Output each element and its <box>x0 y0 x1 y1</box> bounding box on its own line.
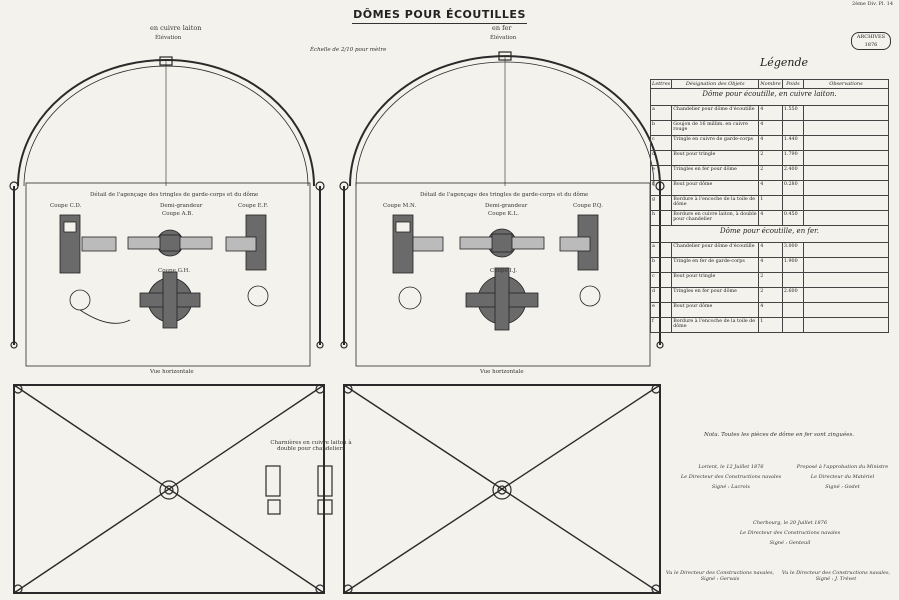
stamp-line-1: ARCHIVES <box>856 34 886 40</box>
legend-header-letter: Lettres <box>649 79 673 89</box>
legend-header-weight: Poids <box>781 79 804 89</box>
left-detail-title: Détail de l'agençage des tringles de gar… <box>90 192 259 198</box>
sign-left-name: Signé : Lacroix <box>711 484 751 490</box>
left-view-label: Élévation <box>155 35 182 41</box>
legend-note: Nota. Toutes les pièces de dôme en fer s… <box>704 432 855 438</box>
left-detail-frame <box>25 182 311 367</box>
stamp-line-2: 1876 <box>864 42 878 48</box>
right-detail-title: Détail de l'agençage des tringles de gar… <box>420 192 589 198</box>
right-section-pq: Coupe P.Q. <box>573 203 603 209</box>
sign-center-role: Le Directeur des Constructions navales <box>739 530 841 536</box>
sign-right-date: Proposé à l'approbation du Ministre <box>796 464 889 470</box>
sign-left-date: Lorient, le 12 Juillet 1876 <box>698 464 764 470</box>
drawing-title: DÔMES POUR ÉCOUTILLES <box>352 8 527 24</box>
right-material: en fer <box>492 24 512 32</box>
right-sub-label: Demi-grandeur <box>485 203 528 209</box>
legend-table: Lettres Désignation des Objets Nombre Po… <box>649 79 890 333</box>
right-plan-frame <box>343 384 661 594</box>
sign-left-role: Le Directeur des Constructions navales <box>680 474 782 480</box>
left-section-gh: Coupe G.H. <box>158 268 191 274</box>
scale-note: Échelle de 2/10 pour mètre <box>310 47 387 53</box>
right-view-label: Élévation <box>490 35 517 41</box>
sign-center-date: Cherbourg, le 20 Juillet 1876 <box>753 520 827 526</box>
left-section-ef: Coupe E.F. <box>238 203 269 209</box>
legend-section-2: Dôme pour écoutille, en fer. <box>650 225 889 243</box>
sign-bottom-left: Vu le Directeur des Constructions navale… <box>665 570 775 582</box>
sign-right-name: Signé : Godet <box>825 484 860 490</box>
left-sub-label: Demi-grandeur <box>160 203 203 209</box>
right-horizontal-view: Vue horizontale <box>480 369 524 375</box>
sign-center-name: Signé : Genteuil <box>769 540 811 546</box>
hinge-note: Charnières en cuivre laiton à double pou… <box>270 440 352 453</box>
archive-stamp: ARCHIVES 1876 <box>851 32 891 50</box>
legend-header-qty: Nombre <box>758 79 783 89</box>
plate-reference: 2ème Div. Pl. 14 <box>852 1 893 7</box>
left-section-ab: Coupe A.B. <box>162 211 194 217</box>
legend-title: Légende <box>760 56 809 69</box>
legend-section-1: Dôme pour écoutille, en cuivre laiton. <box>650 88 889 106</box>
legend-header-name: Désignation des Objets <box>671 79 760 89</box>
sign-bottom-right: Vu le Directeur des Constructions navale… <box>781 570 891 582</box>
left-section-cd: Coupe C.D. <box>50 203 82 209</box>
legend-header-obs: Observations <box>802 79 890 89</box>
left-plan-frame <box>13 384 325 594</box>
sign-right-role: Le Directeur du Matériel <box>810 474 875 480</box>
right-section-mn: Coupe M.N. <box>383 203 417 209</box>
left-horizontal-view: Vue horizontale <box>150 369 194 375</box>
right-section-kl: Coupe K.L. <box>488 211 519 217</box>
right-section-ij: Coupe I.J. <box>490 268 518 274</box>
left-material: en cuivre laiton <box>150 24 202 32</box>
